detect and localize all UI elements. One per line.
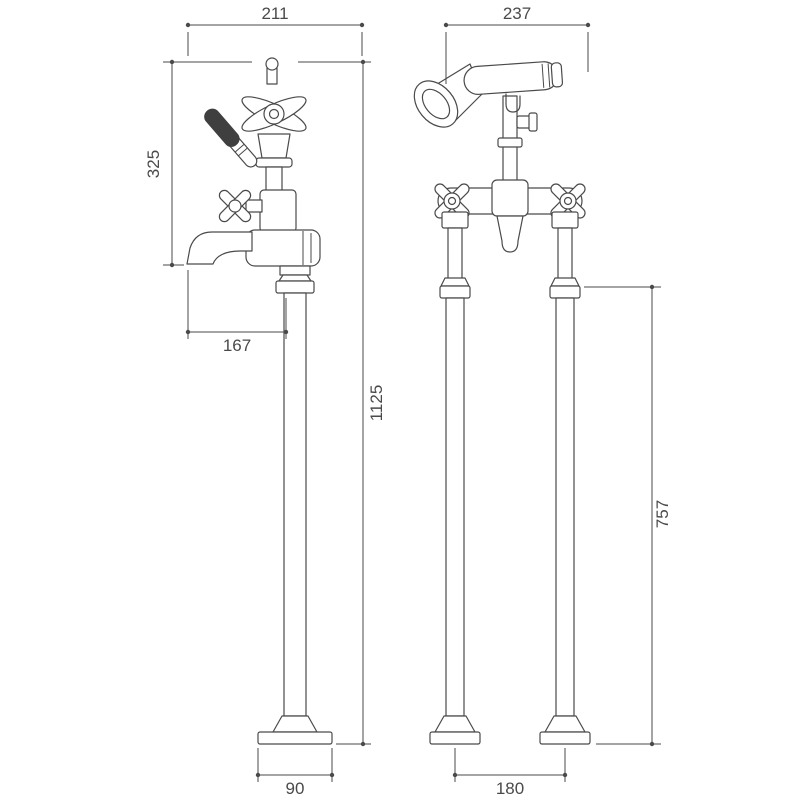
front-hose-nut [528, 112, 538, 132]
front-spout [496, 215, 524, 253]
side-view-fixture [186, 57, 333, 745]
handshower-handle [463, 61, 564, 95]
side-top-width-label: 211 [261, 4, 288, 23]
dim-front-base-spacing: 180 [452, 748, 568, 798]
side-spout [186, 231, 253, 265]
dim-side-base-width: 90 [255, 748, 335, 798]
front-right-leg [539, 211, 591, 745]
side-base-width-label: 90 [286, 779, 305, 798]
side-collar [275, 280, 315, 294]
handshower-cradle [505, 93, 521, 113]
side-finial-knob [265, 57, 279, 71]
side-neck [265, 166, 283, 192]
front-top-width-label: 237 [503, 4, 531, 23]
front-left-leg [429, 211, 481, 745]
side-lever-handle [204, 108, 258, 168]
side-small-handle-stem [245, 199, 263, 213]
handshower-head-icon [413, 80, 459, 128]
front-base-spacing-label: 180 [496, 779, 524, 798]
side-body [245, 229, 321, 267]
dim-front-top-width: 237 [443, 4, 591, 84]
front-column-height-label: 757 [653, 500, 672, 528]
side-upper-height-label: 325 [144, 150, 163, 178]
side-small-cross-handle-icon [218, 189, 252, 223]
dim-side-spout-projection: 167 [185, 270, 289, 355]
side-column [283, 292, 307, 717]
dim-front-column-height: 757 [584, 284, 672, 747]
side-cross-handle-icon [241, 96, 307, 132]
front-riser-collar [497, 137, 523, 148]
side-collar-flare [278, 274, 312, 282]
side-spout-projection-label: 167 [223, 336, 251, 355]
side-nut [279, 265, 311, 276]
dim-side-overall-height: 1125 [298, 59, 386, 747]
dim-side-upper-height: 325 [144, 59, 252, 268]
side-flange [255, 157, 293, 168]
side-stem-block [259, 189, 297, 233]
side-overall-height-label: 1125 [367, 385, 386, 422]
front-view-fixture [413, 61, 591, 745]
front-center-block [491, 179, 529, 217]
side-base-skirt [272, 715, 318, 733]
dim-side-top-width: 211 [185, 4, 365, 56]
side-base-plate [257, 731, 333, 745]
handshower [413, 61, 564, 128]
side-bonnet [257, 133, 291, 159]
